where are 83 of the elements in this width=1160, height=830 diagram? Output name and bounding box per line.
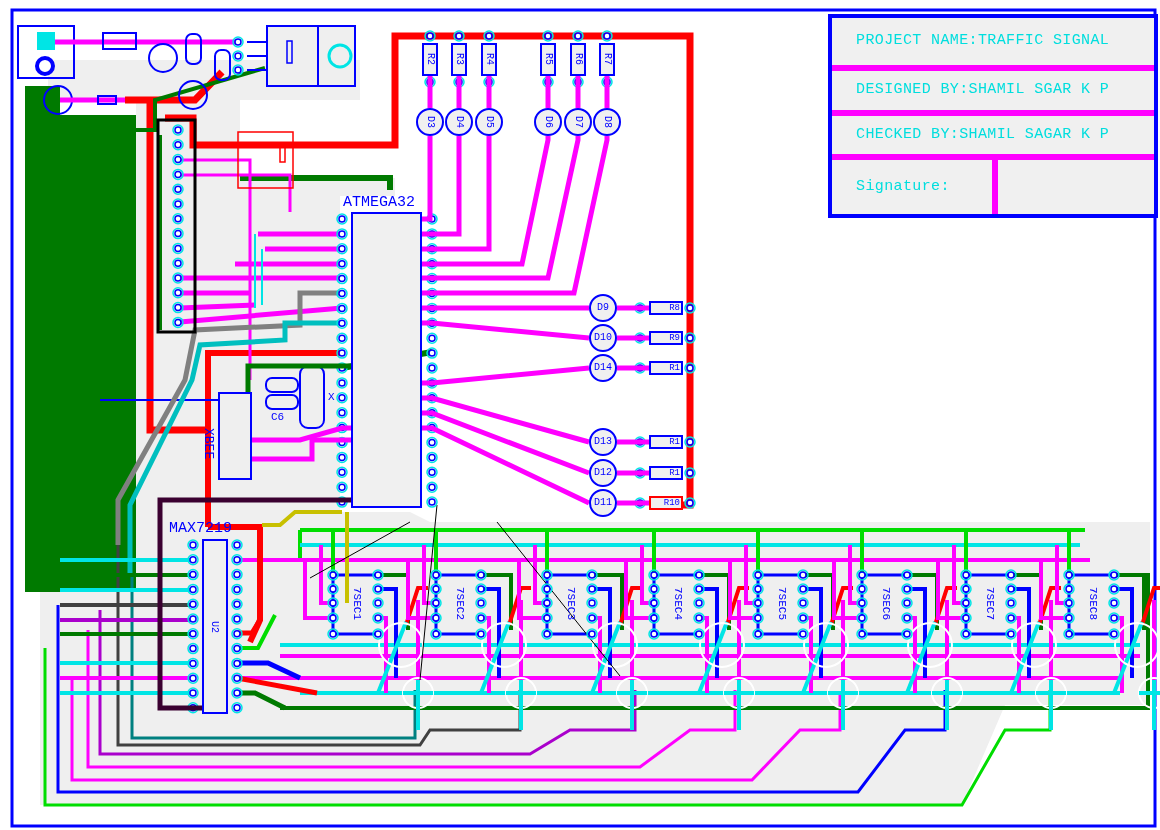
part-label: D13 [594,437,612,447]
part-label: R2 [425,53,435,66]
part-label: D12 [594,468,612,478]
pcb-trace [456,76,462,108]
title-block-text: Signature: [856,176,950,197]
pcb-trace [617,365,649,371]
part-label: D5 [484,116,494,128]
pcb-trace [486,76,492,108]
resistor-footprint [540,43,556,76]
pcb-trace [422,425,591,506]
display-label: 7SEC6 [877,586,893,622]
part-label: R6 [573,53,583,66]
resistor-footprint [649,466,683,480]
pcb-trace [422,395,590,445]
part-label: D14 [594,363,612,373]
resistor-footprint [599,43,615,76]
part-label: R9 [669,334,680,343]
resistor-footprint [422,43,438,76]
resistor-footprint [451,43,467,76]
pcb-trace [604,76,610,108]
title-block-text: PROJECT NAME:TRAFFIC SIGNAL [856,31,1110,52]
part-label: D7 [573,116,583,128]
part-label: D11 [594,498,612,508]
title-block [828,14,1158,218]
part-label: D3 [425,116,435,128]
pcb-trace [617,305,649,311]
pcb-trace [422,136,551,267]
pcb-trace [422,136,492,252]
part-label: D4 [454,116,464,128]
display-label: 7SEC4 [669,586,685,622]
part-label: R10 [663,499,680,508]
pcb-trace [422,305,589,311]
part-label: D6 [543,116,553,128]
part-label: X [328,392,335,403]
resistor-footprint [481,43,497,76]
part-label: R3 [454,53,464,66]
display-label: 7SEC1 [348,586,364,622]
pcb-trace [422,136,610,296]
part-label: U2 [209,621,219,633]
resistor-footprint [649,361,683,375]
part-label: D10 [594,333,612,343]
part-label: R1 [669,438,680,447]
pcb-trace [617,500,649,506]
part-label: R1 [669,469,680,478]
pcb-trace [617,335,649,341]
pcb-trace [245,363,351,392]
pcb-trace [252,437,351,462]
pcb-trace [575,76,581,108]
display-label: 7SEC3 [562,586,578,622]
pcb-trace [617,470,649,476]
resistor-footprint [649,435,683,449]
part-label: D8 [602,116,612,128]
pcb-trace [157,497,351,711]
part-label: R7 [602,53,612,66]
display-label: 7SEC5 [773,586,789,622]
pcb-trace [422,365,590,386]
resistor-footprint [649,496,683,510]
title-block-text: DESIGNED BY:SHAMIL SGAR K P [856,80,1110,101]
pcb-trace [422,136,462,237]
part-label: XBEE [202,428,215,460]
part-label: D9 [597,303,609,313]
pcb-trace [422,410,590,476]
part-label: R1 [669,364,680,373]
display-label: 7SEC7 [981,586,997,622]
part-label: R8 [669,304,680,313]
display-label: 7SEC8 [1084,586,1100,622]
pcb-trace [422,320,590,341]
part-label: ATMEGA32 [343,195,415,210]
part-label: R4 [484,53,494,66]
pcb-trace [617,439,649,445]
pcb-trace [422,136,433,222]
part-label: R5 [543,53,553,66]
part-label: MAX7219 [169,521,232,536]
title-block-text: CHECKED BY:SHAMIL SAGAR K P [856,124,1110,145]
display-label: 7SEC2 [451,586,467,622]
resistor-footprint [649,331,683,345]
resistor-footprint [649,301,683,315]
pcb-trace [252,425,351,443]
part-label: C6 [271,412,285,423]
pcb-trace [422,136,581,281]
resistor-footprint [570,43,586,76]
pcb-trace [545,76,551,108]
pcb-trace [427,76,433,108]
